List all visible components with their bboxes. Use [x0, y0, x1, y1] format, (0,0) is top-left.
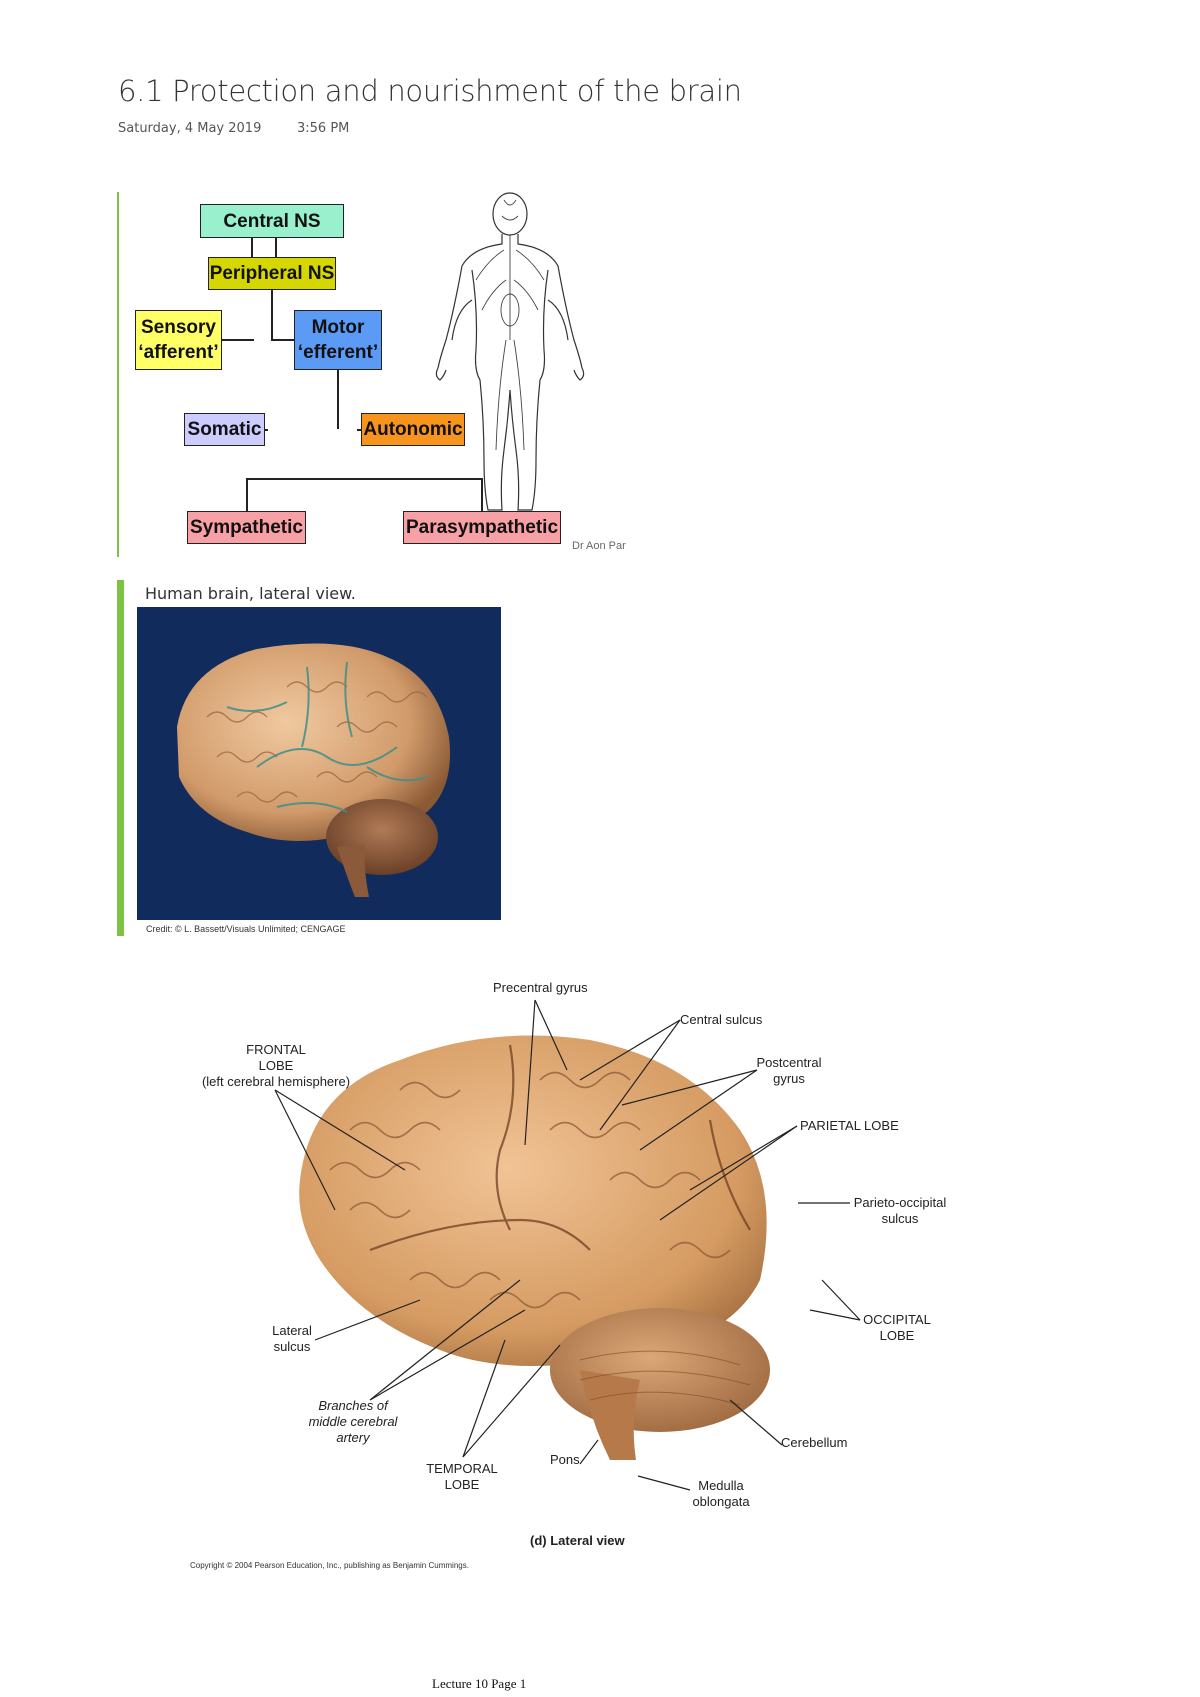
container-bar-diagram: [117, 192, 119, 557]
brain-photo: [137, 607, 501, 920]
sensory-box: Sensory ‘afferent’: [135, 310, 222, 370]
label-central-sulcus: Central sulcus: [680, 1012, 763, 1027]
page-footer: Lecture 10 Page 1: [432, 1676, 527, 1691]
brain-photo-illustration: [137, 607, 501, 920]
human-nervous-figure: [435, 192, 585, 511]
parasympathetic-box: Parasympathetic: [403, 511, 561, 544]
container-bar-photo: [117, 580, 124, 936]
somatic-box: Somatic: [184, 413, 265, 446]
central-ns-box: Central NS: [200, 204, 344, 238]
motor-box: Motor ‘efferent’: [294, 310, 382, 370]
note-time: 3:56 PM: [297, 121, 350, 136]
labeled-brain-illustration: [299, 1035, 770, 1460]
diagram-credit: Dr Aon Par: [572, 540, 626, 552]
peripheral-ns-box: Peripheral NS: [208, 257, 336, 290]
label-lateral-sulcus: Lateral sulcus: [272, 1323, 312, 1354]
label-parieto-occipital-sulcus: Parieto-occipital sulcus: [853, 1195, 947, 1226]
label-occipital-lobe: OCCIPITAL LOBE: [863, 1312, 931, 1343]
label-postcentral-gyrus: Postcentral gyrus: [756, 1055, 822, 1086]
label-medulla-oblongata: Medulla oblongata: [692, 1478, 750, 1509]
page-title: 6.1 Protection and nourishment of the br…: [118, 74, 742, 108]
label-cerebellum: Cerebellum: [781, 1435, 848, 1450]
sympathetic-box: Sympathetic: [187, 511, 306, 544]
label-branches-middle-cerebral-artery: Branches of middle cerebral artery: [308, 1398, 398, 1445]
note-date: Saturday, 4 May 2019: [118, 121, 262, 136]
label-temporal-lobe: TEMPORAL LOBE: [426, 1461, 498, 1492]
autonomic-box: Autonomic: [361, 413, 465, 446]
label-precentral-gyrus: Precentral gyrus: [493, 980, 588, 995]
view-caption: (d) Lateral view: [530, 1533, 625, 1548]
brain-copyright: Copyright © 2004 Pearson Education, Inc.…: [190, 1561, 469, 1570]
brain-photo-caption: Human brain, lateral view.: [145, 584, 356, 603]
label-frontal-lobe: FRONTAL LOBE (left cerebral hemisphere): [201, 1042, 351, 1089]
label-pons: Pons: [550, 1452, 580, 1467]
label-parietal-lobe: PARIETAL LOBE: [800, 1118, 899, 1133]
brain-photo-credit: Credit: © L. Bassett/Visuals Unlimited; …: [146, 924, 346, 934]
